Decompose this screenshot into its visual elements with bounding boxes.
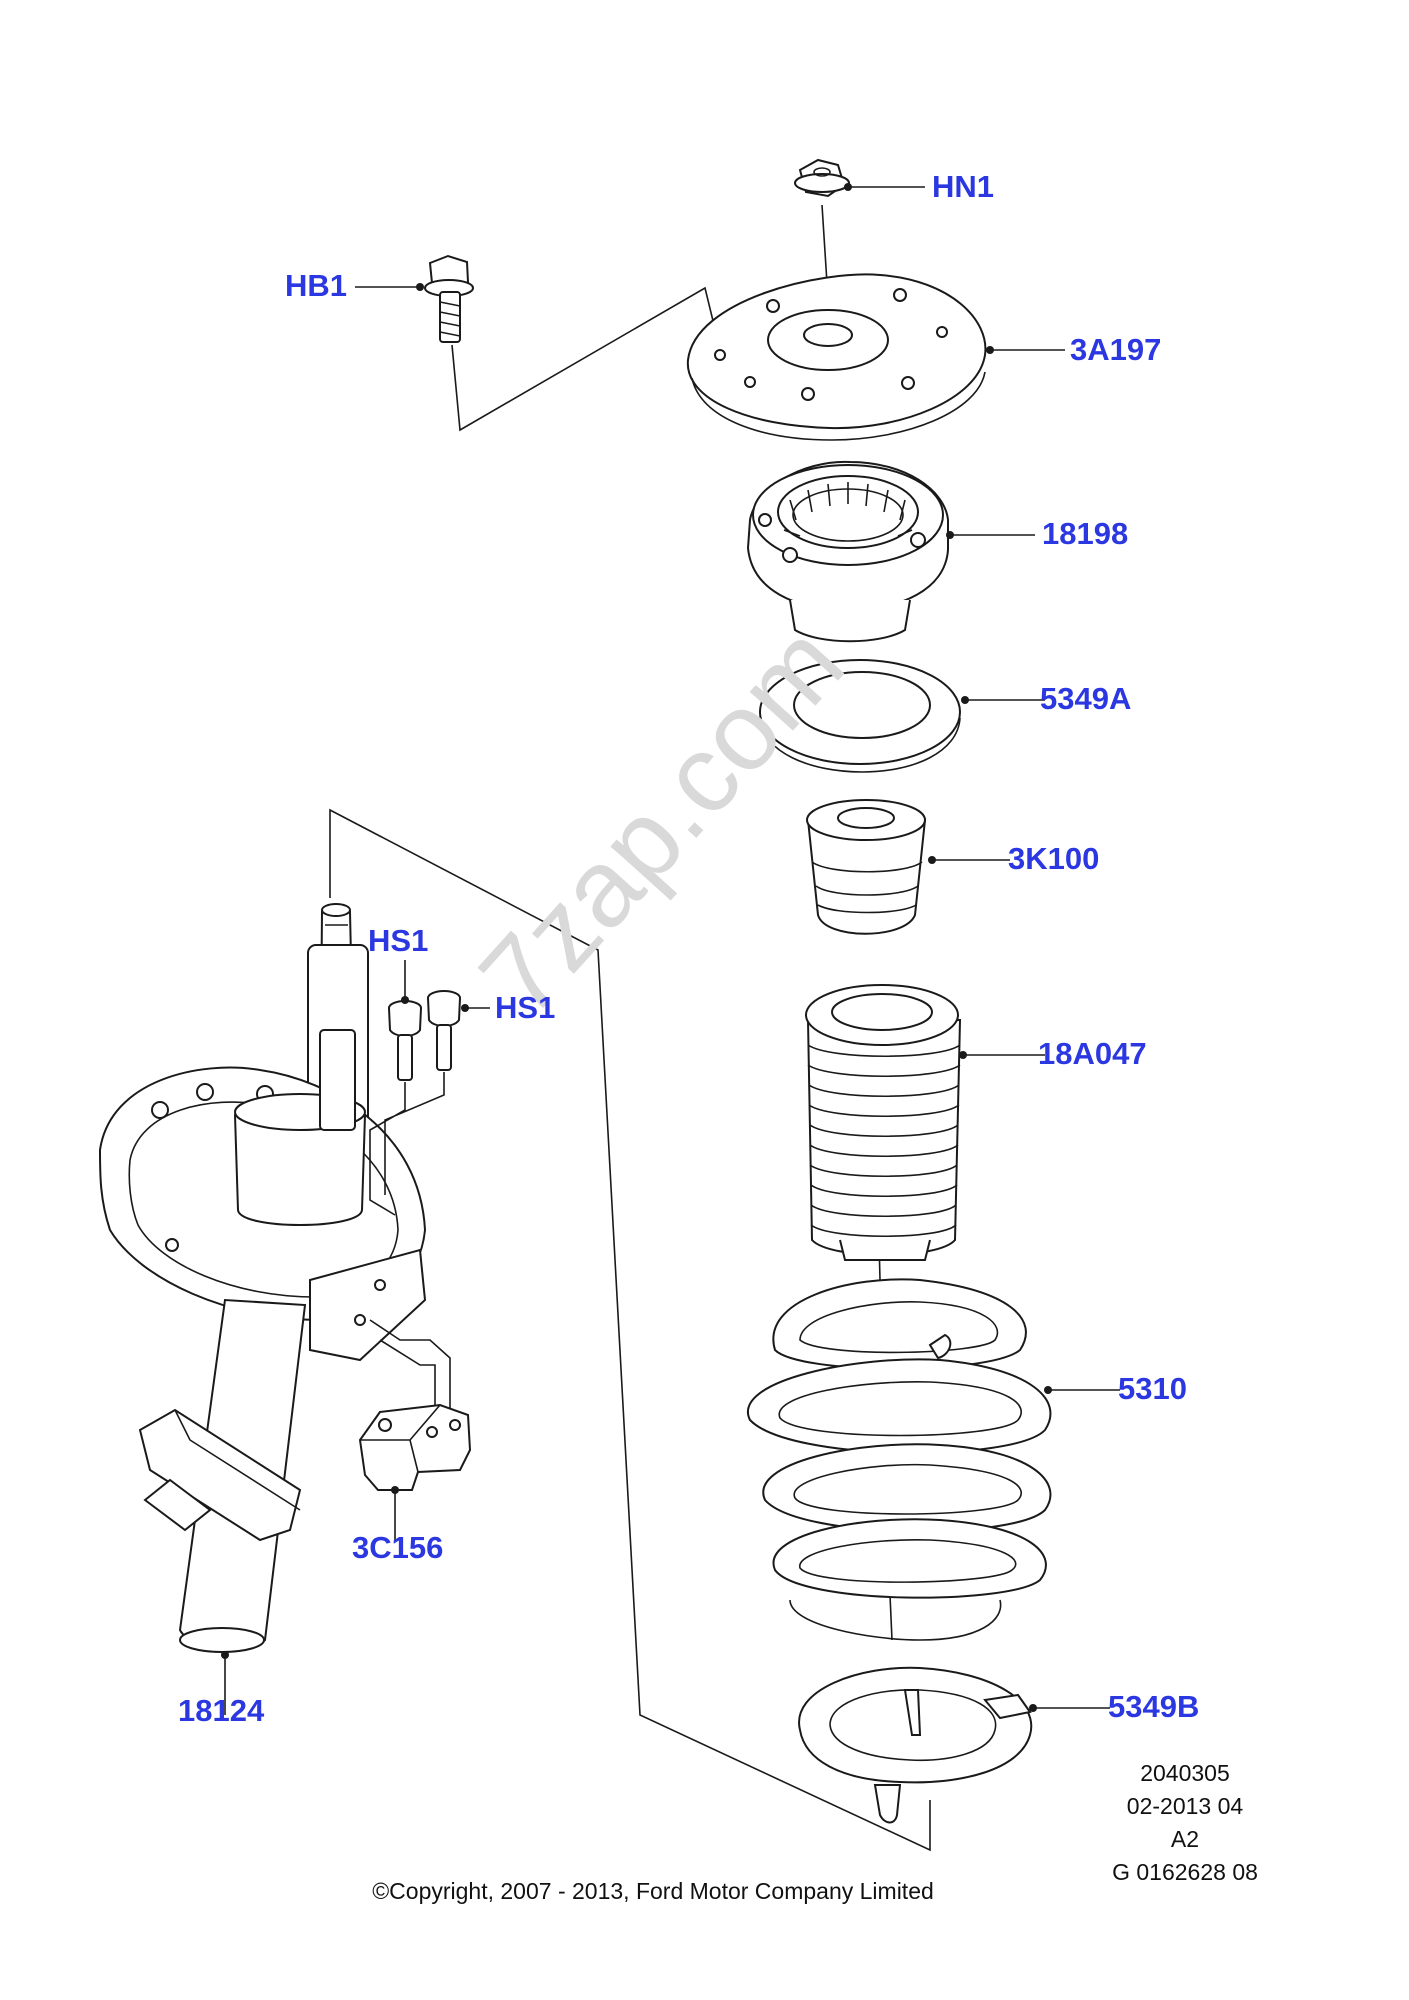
bracket-3c156 <box>358 1403 472 1491</box>
callout-18a047[interactable]: 18A047 <box>1038 1036 1147 1071</box>
bearing-seat-18198 <box>746 460 949 643</box>
ref-line-2: 02-2013 04 <box>1126 1793 1244 1819</box>
leader-dot-18a047 <box>959 1051 967 1059</box>
leader-dot-18198 <box>946 531 954 539</box>
callout-18124[interactable]: 18124 <box>178 1693 265 1728</box>
leader-dot-3k100 <box>928 856 936 864</box>
leader-dot-18124 <box>221 1651 229 1659</box>
leader-dot-3a197 <box>986 346 994 354</box>
callout-hs1-right[interactable]: HS1 <box>495 990 556 1025</box>
leader-dot-hb1 <box>416 283 424 291</box>
callout-hb1[interactable]: HB1 <box>285 268 348 303</box>
leader-dot-5310 <box>1044 1386 1052 1394</box>
top-mount-3a197 <box>686 273 987 441</box>
assembly-line-hs1 <box>369 1072 445 1216</box>
screw-hs1-left <box>388 1000 422 1081</box>
leader-dot-hs1-top <box>401 996 409 1004</box>
hex-nut-hn1 <box>794 158 850 198</box>
spring-seat-5349b <box>798 1666 1033 1824</box>
assembly-line-strut <box>329 808 931 1852</box>
leader-dot-3c156 <box>391 1486 399 1494</box>
strut-assembly-18124 <box>98 903 427 1653</box>
bump-stop-3k100 <box>806 799 927 935</box>
screw-hs1-right <box>427 990 461 1071</box>
copyright-text: ©Copyright, 2007 - 2013, Ford Motor Comp… <box>372 1878 934 1904</box>
ref-line-4: G 0162628 08 <box>1112 1859 1258 1885</box>
bolt-hb1 <box>424 254 474 343</box>
callout-5349a[interactable]: 5349A <box>1040 681 1132 716</box>
ref-line-1: 2040305 <box>1140 1760 1230 1786</box>
spring-seat-5349a <box>759 659 961 773</box>
callout-18198[interactable]: 18198 <box>1042 516 1129 551</box>
dust-boot-18a047 <box>805 984 962 1261</box>
leader-dot-5349b <box>1029 1704 1037 1712</box>
callout-3k100[interactable]: 3K100 <box>1008 841 1100 876</box>
leader-dot-hs1-right <box>461 1004 469 1012</box>
callout-3a197[interactable]: 3A197 <box>1070 332 1162 367</box>
ref-line-3: A2 <box>1170 1826 1200 1852</box>
assembly-line-3c156 <box>369 1319 451 1420</box>
callout-3c156[interactable]: 3C156 <box>352 1530 444 1565</box>
leader-dot-hn1 <box>844 183 852 191</box>
callout-5310[interactable]: 5310 <box>1118 1371 1187 1406</box>
callout-5349b[interactable]: 5349B <box>1108 1689 1200 1724</box>
assembly-line-bolt <box>451 286 726 432</box>
callout-hn1[interactable]: HN1 <box>932 169 995 204</box>
callout-hs1-top[interactable]: HS1 <box>368 923 429 958</box>
coil-spring-5310 <box>746 1278 1052 1641</box>
leader-dot-5349a <box>961 696 969 704</box>
